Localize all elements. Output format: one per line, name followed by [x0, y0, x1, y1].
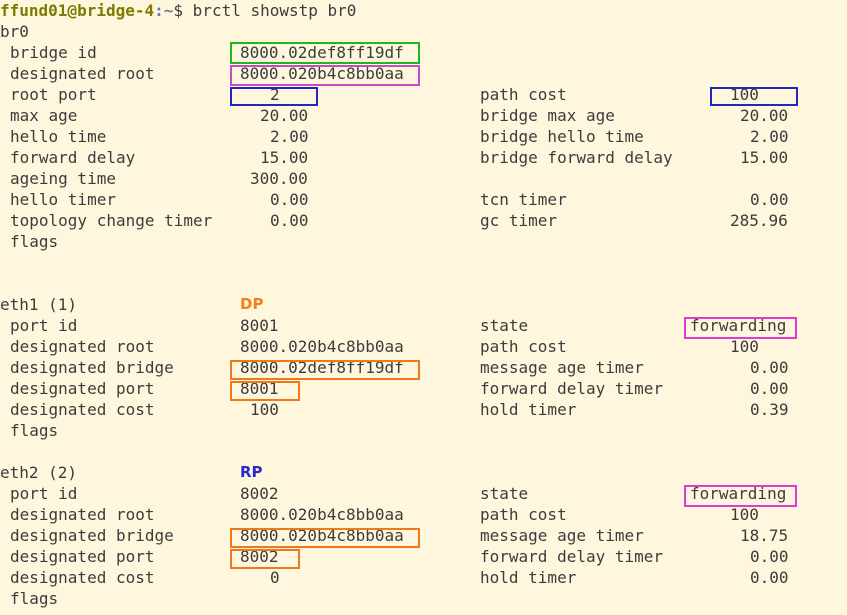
value-designated-root: 8000.020b4c8bb0aa	[240, 505, 404, 524]
prompt-symbol: $	[173, 1, 184, 20]
label-path-cost: path cost	[480, 505, 567, 524]
bridge-name: br0	[0, 22, 29, 41]
label-designated-root: designated root	[10, 505, 155, 524]
value-hold-timer: 0.00	[750, 568, 789, 587]
value-message-age-timer: 18.75	[740, 526, 789, 545]
highlight-designated-port	[230, 549, 300, 569]
label-ageing-time: ageing time	[10, 169, 116, 188]
value-designated-cost: 100	[250, 400, 279, 419]
label-designated-root: designated root	[10, 337, 155, 356]
label-bridge-forward-delay: bridge forward delay	[480, 148, 673, 167]
value-port-id: 8001	[240, 316, 279, 335]
value-path-cost: 100	[730, 85, 759, 104]
command-text: brctl showstp br0	[192, 1, 357, 20]
label-forward-delay-timer: forward delay timer	[480, 379, 664, 398]
port-role-dp-tag: DP	[240, 295, 264, 313]
value-state: forwarding	[690, 316, 787, 335]
value-designated-port: 8002	[240, 547, 279, 566]
label-path-cost: path cost	[480, 337, 567, 356]
highlight-state	[684, 317, 797, 339]
value-path-cost: 100	[730, 505, 759, 524]
label-designated-cost: designated cost	[10, 400, 155, 419]
prompt-path: :~	[154, 1, 174, 20]
label-path-cost: path cost	[480, 85, 567, 104]
label-flags: flags	[10, 589, 59, 608]
label-designated-port: designated port	[10, 547, 155, 566]
label-designated-bridge: designated bridge	[10, 526, 174, 545]
value-hello-timer: 0.00	[270, 190, 309, 209]
port-header-eth2: eth2 (2)	[0, 463, 78, 482]
value-bridge-id: 8000.02def8ff19df	[240, 43, 404, 62]
label-forward-delay: forward delay	[10, 148, 136, 167]
label-topology-change-timer: topology change timer	[10, 211, 213, 230]
highlight-state	[684, 485, 797, 507]
value-forward-delay-timer: 0.00	[750, 379, 789, 398]
label-max-age: max age	[10, 106, 78, 125]
label-hold-timer: hold timer	[480, 568, 577, 587]
value-forward-delay-timer: 0.00	[750, 547, 789, 566]
value-forward-delay: 15.00	[260, 148, 309, 167]
value-hold-timer: 0.39	[750, 400, 789, 419]
label-flags: flags	[10, 421, 59, 440]
highlight-designated-bridge	[230, 528, 420, 548]
value-port-id: 8002	[240, 484, 279, 503]
label-designated-root: designated root	[10, 64, 155, 83]
label-hello-time: hello time	[10, 127, 107, 146]
value-designated-cost: 0	[270, 568, 280, 587]
label-designated-cost: designated cost	[10, 568, 155, 587]
label-root-port: root port	[10, 85, 97, 104]
value-bridge-max-age: 20.00	[740, 106, 789, 125]
highlight-designated-root	[230, 65, 420, 86]
value-designated-root: 8000.020b4c8bb0aa	[240, 64, 404, 83]
label-port-id: port id	[10, 316, 78, 335]
highlight-path-cost	[710, 87, 798, 106]
value-designated-root: 8000.020b4c8bb0aa	[240, 337, 404, 356]
label-hello-timer: hello timer	[10, 190, 116, 209]
highlight-designated-bridge	[230, 360, 420, 380]
value-path-cost: 100	[730, 337, 759, 356]
value-tcn-timer: 0.00	[750, 190, 789, 209]
highlight-root-port	[230, 87, 318, 106]
label-forward-delay-timer: forward delay timer	[480, 547, 664, 566]
prompt-line: ffund01@bridge-4:~$ brctl showstp br0	[0, 0, 356, 21]
label-message-age-timer: message age timer	[480, 526, 644, 545]
port-header-eth1: eth1 (1)	[0, 295, 78, 314]
label-bridge-hello-time: bridge hello time	[480, 127, 644, 146]
label-gc-timer: gc timer	[480, 211, 558, 230]
value-bridge-forward-delay: 15.00	[740, 148, 789, 167]
value-designated-bridge: 8000.02def8ff19df	[240, 358, 404, 377]
label-message-age-timer: message age timer	[480, 358, 644, 377]
label-state: state	[480, 316, 529, 335]
value-bridge-hello-time: 2.00	[750, 127, 789, 146]
label-port-id: port id	[10, 484, 78, 503]
value-ageing-time: 300.00	[250, 169, 308, 188]
label-tcn-timer: tcn timer	[480, 190, 567, 209]
label-bridge-max-age: bridge max age	[480, 106, 615, 125]
value-topology-change-timer: 0.00	[270, 211, 309, 230]
label-designated-port: designated port	[10, 379, 155, 398]
label-flags: flags	[10, 232, 59, 251]
port-role-rp-tag: RP	[240, 463, 263, 481]
highlight-designated-port	[230, 381, 300, 401]
label-bridge-id: bridge id	[10, 43, 97, 62]
value-designated-port: 8001	[240, 379, 279, 398]
value-designated-bridge: 8000.020b4c8bb0aa	[240, 526, 404, 545]
prompt-user-host: ffund01@bridge-4	[0, 1, 155, 20]
label-hold-timer: hold timer	[480, 400, 577, 419]
label-state: state	[480, 484, 529, 503]
value-root-port: 2	[270, 85, 280, 104]
value-message-age-timer: 0.00	[750, 358, 789, 377]
value-gc-timer: 285.96	[730, 211, 788, 230]
value-hello-time: 2.00	[270, 127, 309, 146]
value-max-age: 20.00	[260, 106, 309, 125]
highlight-bridge-id	[230, 42, 420, 64]
value-state: forwarding	[690, 484, 787, 503]
label-designated-bridge: designated bridge	[10, 358, 174, 377]
